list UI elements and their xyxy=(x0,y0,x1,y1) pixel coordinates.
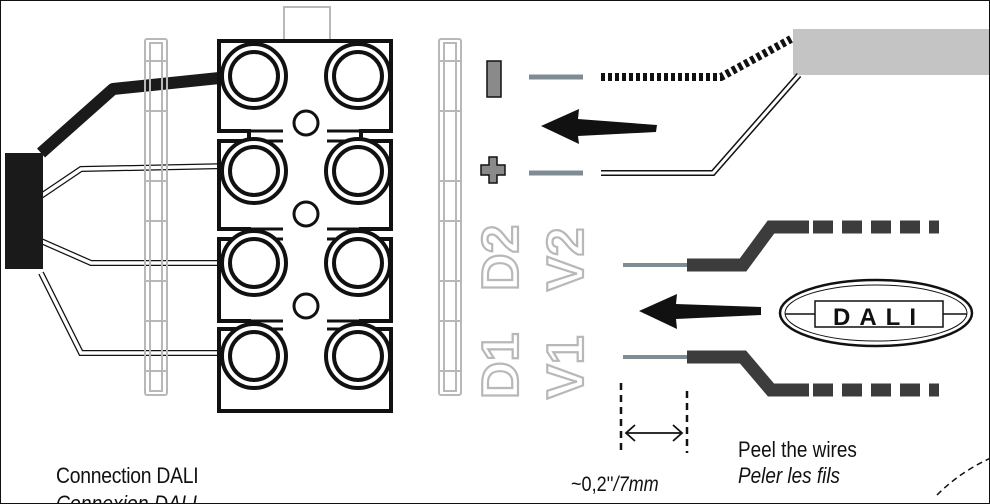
screw-terminal xyxy=(220,137,288,205)
caption-title: Connection DALI xyxy=(56,463,199,488)
screw-terminal xyxy=(220,42,288,110)
terminal-label-v2: V2 xyxy=(537,227,595,291)
power-cable xyxy=(529,29,989,176)
dali-logo-text: DALI xyxy=(833,304,925,331)
wire-bundle xyxy=(5,71,230,356)
strip-length-label: ~0,2''/7mm xyxy=(571,473,659,497)
terminal-label-v1: V1 xyxy=(537,335,595,399)
terminal-labels: D1 D2 V1 V2 xyxy=(471,223,596,400)
insert-arrow-dali xyxy=(639,294,761,329)
cable-jacket xyxy=(793,29,989,75)
terminal-label-d1: D1 xyxy=(472,333,530,399)
strip-length-mm: /7mm xyxy=(613,473,659,496)
screw-terminal xyxy=(324,137,392,205)
screw-terminal xyxy=(220,322,288,390)
minus-icon xyxy=(486,60,502,98)
mount-hole xyxy=(292,200,320,228)
dali-logo: DALI xyxy=(778,278,974,348)
dali-cable xyxy=(623,220,939,397)
mount-hole xyxy=(292,292,320,320)
right-rail xyxy=(438,38,462,396)
screw-terminals xyxy=(220,42,392,390)
terminal-label-d2: D2 xyxy=(472,225,530,291)
dashed-border-arc xyxy=(936,458,989,496)
caption-subtitle: Connexion DALI xyxy=(56,491,197,504)
screw-terminal xyxy=(220,229,288,297)
left-rail xyxy=(144,38,168,396)
insert-arrow-power xyxy=(541,109,657,144)
screw-terminal xyxy=(324,42,392,110)
cable-sleeve xyxy=(5,153,43,269)
peel-subtitle: Peler les fils xyxy=(738,463,840,488)
peel-title: Peel the wires xyxy=(738,437,857,462)
plus-icon xyxy=(480,156,506,184)
strip-length-inches: ~0,2'' xyxy=(571,473,614,496)
screw-terminal xyxy=(324,322,392,390)
screw-terminal xyxy=(324,229,392,297)
strip-length-dimension xyxy=(619,383,689,453)
mount-hole xyxy=(292,109,320,137)
